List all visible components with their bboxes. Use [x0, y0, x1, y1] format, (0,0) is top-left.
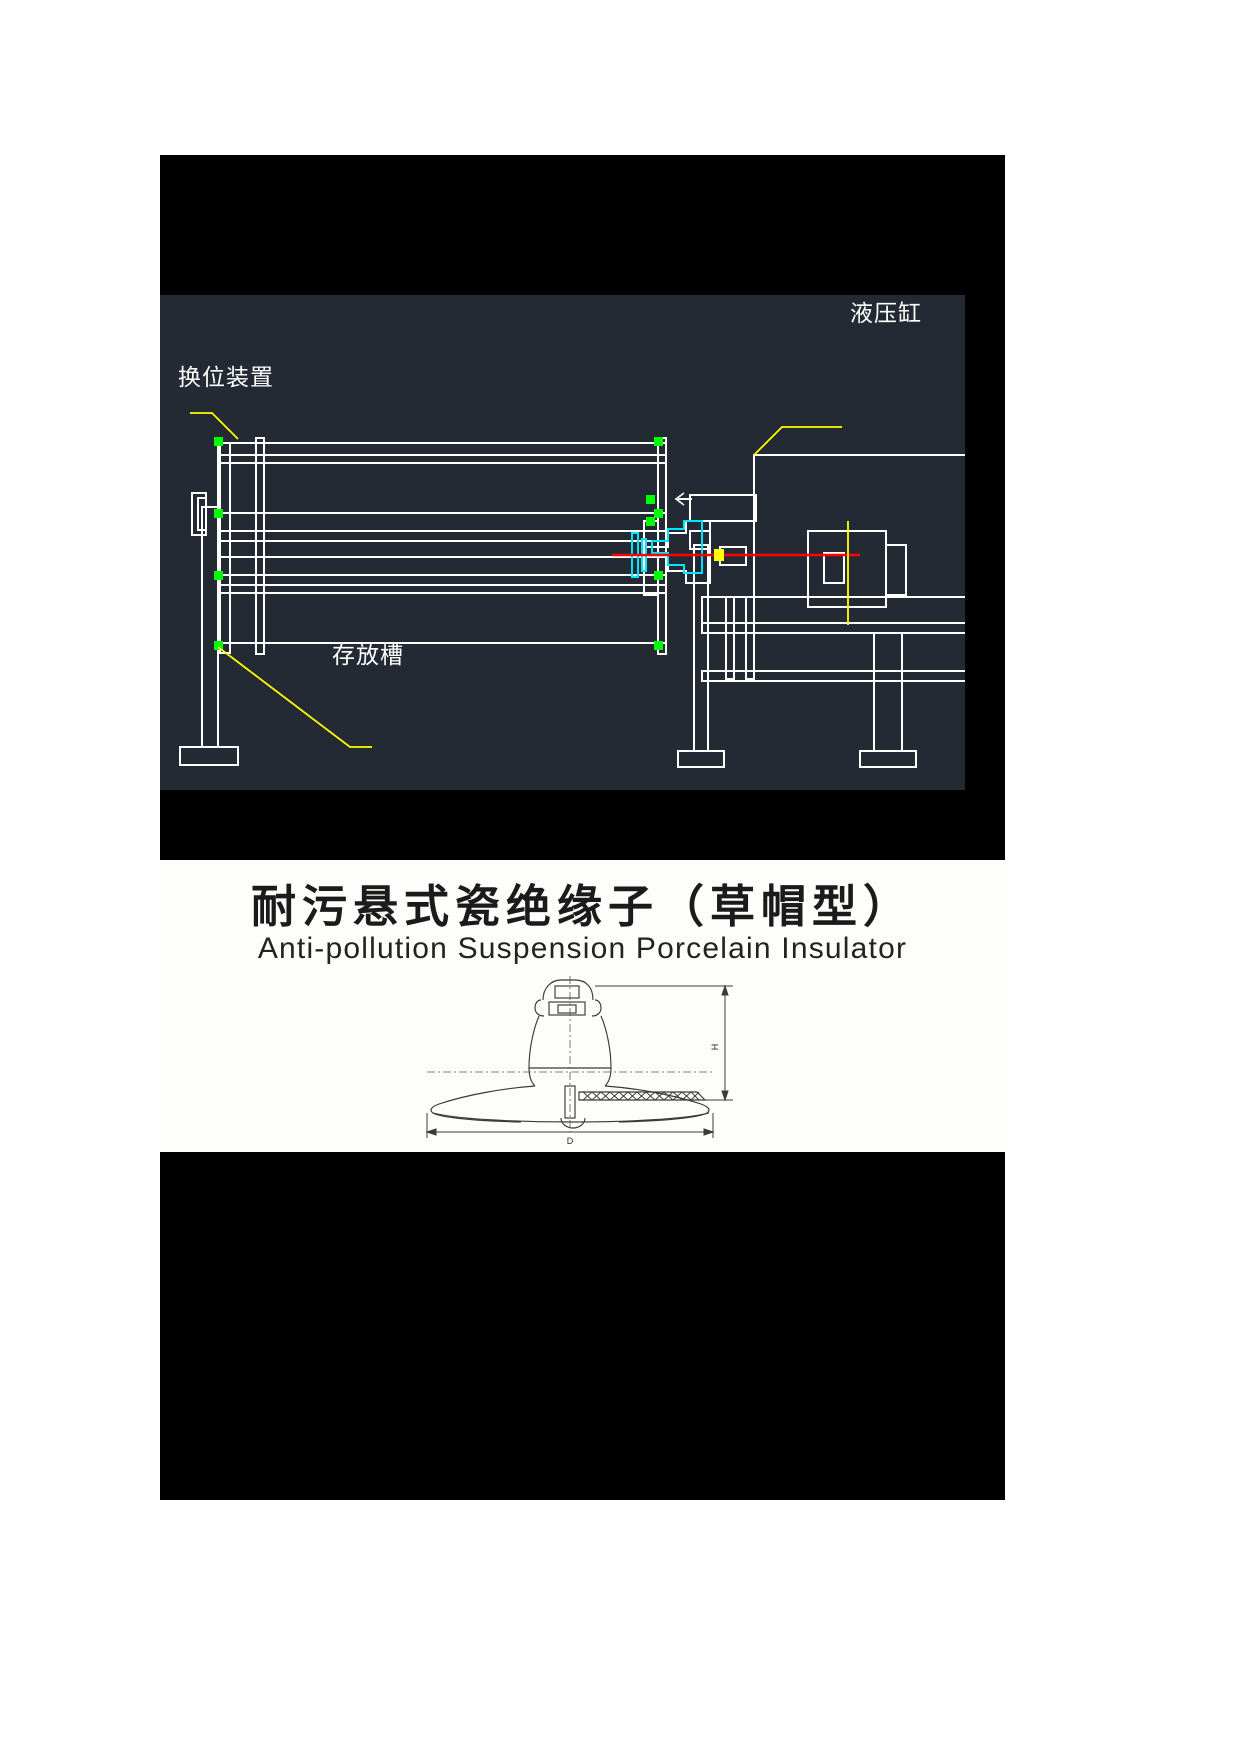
product-title-english: Anti-pollution Suspension Porcelain Insu… [257, 932, 908, 965]
snap-node-markers [214, 437, 663, 650]
dimension-label-d: D [566, 1136, 573, 1146]
insulator-drawing: H D [160, 972, 1005, 1152]
leader-markers [714, 549, 724, 561]
dimension-d [424, 1113, 715, 1138]
cad-figure-frame: 换位装置 存放槽 液压缸 [160, 155, 1005, 860]
cad-drawing-canvas: 换位装置 存放槽 液压缸 [160, 295, 965, 790]
cement-hatch [582, 1091, 699, 1101]
product-panel: 耐污悬式瓷绝缘子（草帽型） Anti-pollution Suspension … [160, 860, 1005, 1152]
cad-label-storage-trough: 存放槽 [332, 643, 404, 669]
dimension-h [594, 984, 733, 1102]
product-title-chinese: 耐污悬式瓷绝缘子（草帽型） [250, 880, 914, 933]
cad-label-hydraulic-cylinder: 液压缸 [850, 301, 922, 327]
cad-vector-drawing [179, 412, 965, 768]
cad-label-transposition-device: 换位装置 [178, 365, 274, 391]
bottom-black-block [160, 1152, 1005, 1500]
leader-lines [190, 412, 849, 748]
center-line [426, 976, 713, 1132]
dimension-label-h: H [710, 1044, 720, 1051]
insulator-line-drawing: H D [424, 976, 733, 1146]
